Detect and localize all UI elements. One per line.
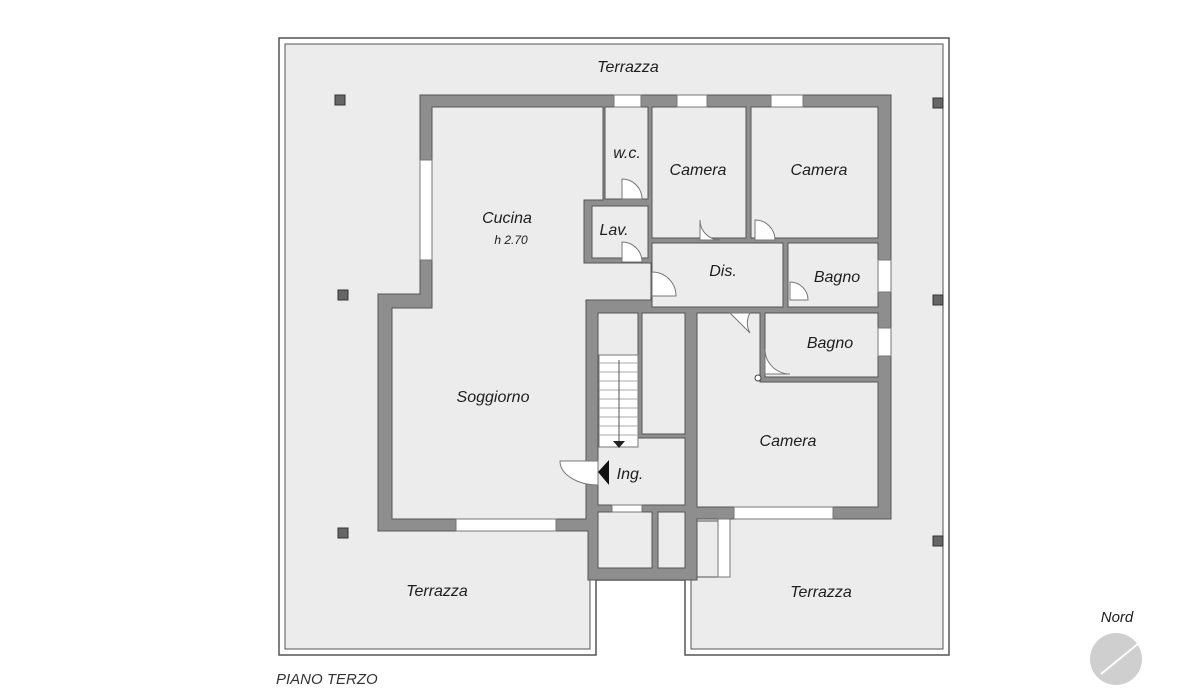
column [337, 289, 349, 301]
door [728, 312, 751, 334]
label-lav: Lav. [599, 222, 628, 239]
door [621, 241, 643, 263]
terrace-columns [334, 94, 944, 547]
window [733, 506, 834, 520]
window [676, 94, 708, 108]
label-camera-3: Camera [760, 433, 817, 450]
label-cucina-height: h 2.70 [494, 233, 528, 247]
door [764, 348, 791, 375]
stair-arrow-icon [613, 441, 625, 448]
building-walls [377, 94, 892, 581]
column [334, 94, 346, 106]
label-ingresso: Ing. [617, 466, 644, 483]
label-camera-1: Camera [670, 162, 727, 179]
room-camera-1 [651, 106, 747, 239]
floor-title: PIANO TERZO [276, 671, 378, 688]
closet-lower-left [597, 511, 653, 569]
compass-needle [1100, 642, 1140, 675]
room-lav [591, 205, 649, 259]
north-label: Nord [1101, 609, 1134, 626]
door [559, 460, 599, 486]
fixture-dot [754, 374, 762, 382]
window [877, 327, 892, 357]
window [717, 518, 731, 578]
door [621, 178, 643, 200]
window [455, 518, 557, 532]
door [699, 219, 721, 241]
window [877, 259, 892, 293]
label-bagno-1: Bagno [814, 269, 860, 286]
column [932, 97, 944, 109]
door [754, 219, 776, 241]
compass-icon [1090, 633, 1142, 685]
label-camera-2: Camera [791, 162, 848, 179]
entrance-arrow-icon [598, 460, 609, 485]
window [770, 94, 804, 108]
label-wc: w.c. [613, 145, 641, 162]
window [419, 159, 433, 261]
label-terrazza-se: Terrazza [790, 584, 852, 601]
column [932, 294, 944, 306]
label-dis: Dis. [709, 263, 737, 280]
room-camera-2 [750, 106, 879, 239]
column [337, 527, 349, 539]
room-camera-3 [696, 312, 879, 508]
room-bagno-1 [787, 242, 879, 308]
door [789, 281, 809, 301]
label-soggiorno: Soggiorno [457, 389, 530, 406]
label-terrazza-north: Terrazza [597, 59, 659, 76]
door [651, 271, 677, 297]
north-compass: Nord [1090, 609, 1142, 685]
label-bagno-2: Bagno [807, 335, 853, 352]
label-terrazza-sw: Terrazza [406, 583, 468, 600]
windows [419, 94, 892, 578]
shaft [641, 312, 686, 435]
door-swings [559, 178, 809, 486]
label-cucina: Cucina [482, 210, 532, 227]
closet-lower-mid [657, 511, 686, 569]
window [613, 94, 642, 108]
window [611, 504, 643, 513]
staircase [598, 354, 639, 448]
column [932, 535, 944, 547]
